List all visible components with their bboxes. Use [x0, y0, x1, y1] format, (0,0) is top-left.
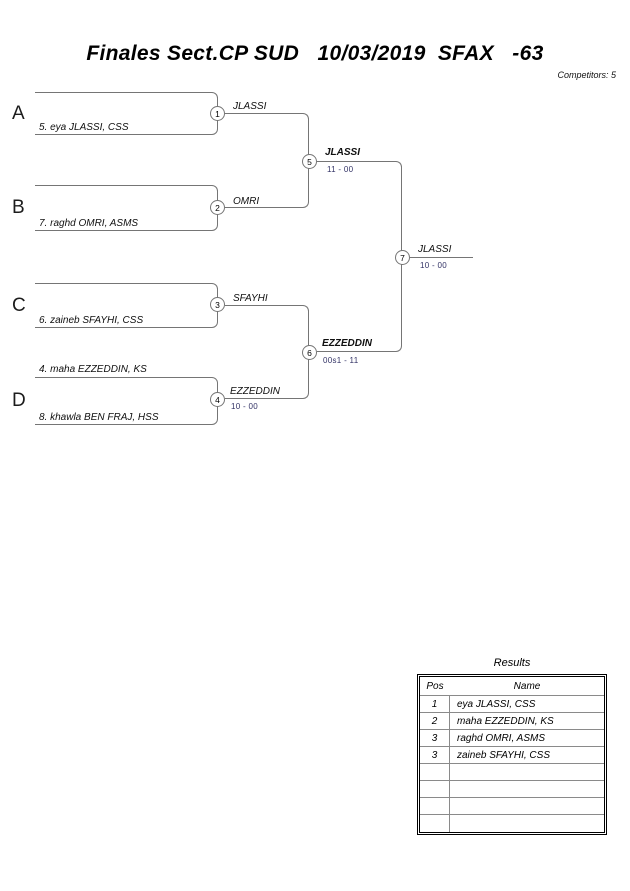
match-3-marker: 3 [210, 297, 225, 312]
section-label-a: A [12, 103, 25, 124]
section-label-d: D [12, 390, 26, 411]
results-row-6 [420, 781, 604, 798]
match-2-number: 2 [215, 202, 220, 213]
competitor-name-b: 7. raghd OMRI, ASMS [39, 218, 139, 229]
connector-match5-to-match7 [317, 161, 402, 257]
results-row-pos: 3 [420, 747, 450, 763]
results-row-name: maha EZZEDDIN, KS [457, 715, 554, 727]
results-header-row: Pos Name [420, 677, 604, 696]
connector-match6-to-match7 [317, 257, 402, 352]
match-1-number: 1 [215, 108, 220, 119]
results-row-pos: 3 [420, 730, 450, 746]
results-title: Results [493, 657, 531, 669]
match-4-score: 10 - 00 [231, 402, 259, 411]
results-row-5 [420, 764, 604, 781]
match-7-number: 7 [400, 252, 405, 263]
match-4-number: 4 [215, 394, 220, 405]
results-header-name: Name [513, 680, 541, 692]
match-7-marker: 7 [395, 250, 410, 265]
match-2-winner-label: OMRI [233, 196, 260, 207]
results-row-7 [420, 798, 604, 815]
results-row-pos: 1 [420, 696, 450, 712]
match-4-winner-label: EZZEDDIN [230, 386, 280, 397]
competitor-name-a: 5. eya JLASSI, CSS [39, 122, 129, 133]
connector-match4-to-match6 [225, 352, 309, 399]
match-5-score: 11 - 00 [327, 165, 354, 174]
match-3-winner-label: SFAYHI [233, 293, 268, 304]
match-6-winner-label: EZZEDDIN [322, 338, 372, 349]
match-3-number: 3 [215, 299, 220, 310]
section-label-c: C [12, 295, 26, 316]
match-7-winner-label: JLASSI [418, 244, 452, 255]
results-row-pos: 2 [420, 713, 450, 729]
competitor-name-d-bottom: 8. khawla BEN FRAJ, HSS [39, 412, 159, 423]
match-5-marker: 5 [302, 154, 317, 169]
results-row-pos [420, 781, 450, 797]
competitors-count: Competitors: 5 [557, 70, 616, 80]
results-row-8 [420, 815, 604, 832]
results-row-3: 3 raghd OMRI, ASMS [420, 730, 604, 747]
results-row-pos [420, 764, 450, 780]
results-header-pos: Pos [426, 680, 444, 692]
results-row-name: eya JLASSI, CSS [457, 698, 536, 710]
results-row-pos [420, 798, 450, 814]
page-title: Finales Sect.CP SUD 10/03/2019 SFAX -63 [86, 42, 544, 65]
results-row-4: 3 zaineb SFAYHI, CSS [420, 747, 604, 764]
match-5-number: 5 [307, 156, 312, 167]
match-6-number: 6 [307, 347, 312, 358]
competitor-name-d-top: 4. maha EZZEDDIN, KS [39, 364, 147, 375]
results-row-name: raghd OMRI, ASMS [457, 732, 545, 744]
section-label-b: B [12, 197, 25, 218]
results-row-1: 1 eya JLASSI, CSS [420, 696, 604, 713]
match-2-marker: 2 [210, 200, 225, 215]
results-row-pos [420, 815, 450, 832]
match-1-winner-label: JLASSI [233, 101, 267, 112]
connector-match1-to-match5 [225, 113, 309, 161]
results-row-name: zaineb SFAYHI, CSS [457, 749, 550, 761]
match-7-score: 10 - 00 [420, 261, 448, 270]
match-5-winner-label: JLASSI [325, 147, 361, 158]
results-row-2: 2 maha EZZEDDIN, KS [420, 713, 604, 730]
final-winner-line [410, 257, 473, 258]
match-6-score: 00s1 - 11 [323, 356, 359, 365]
match-6-marker: 6 [302, 345, 317, 360]
match-1-marker: 1 [210, 106, 225, 121]
results-table: Pos Name 1 eya JLASSI, CSS 2 maha EZZEDD… [417, 674, 607, 835]
connector-match2-to-match5 [225, 161, 309, 208]
match-4-marker: 4 [210, 392, 225, 407]
connector-match3-to-match6 [225, 305, 309, 352]
competitor-name-c: 6. zaineb SFAYHI, CSS [39, 315, 144, 326]
